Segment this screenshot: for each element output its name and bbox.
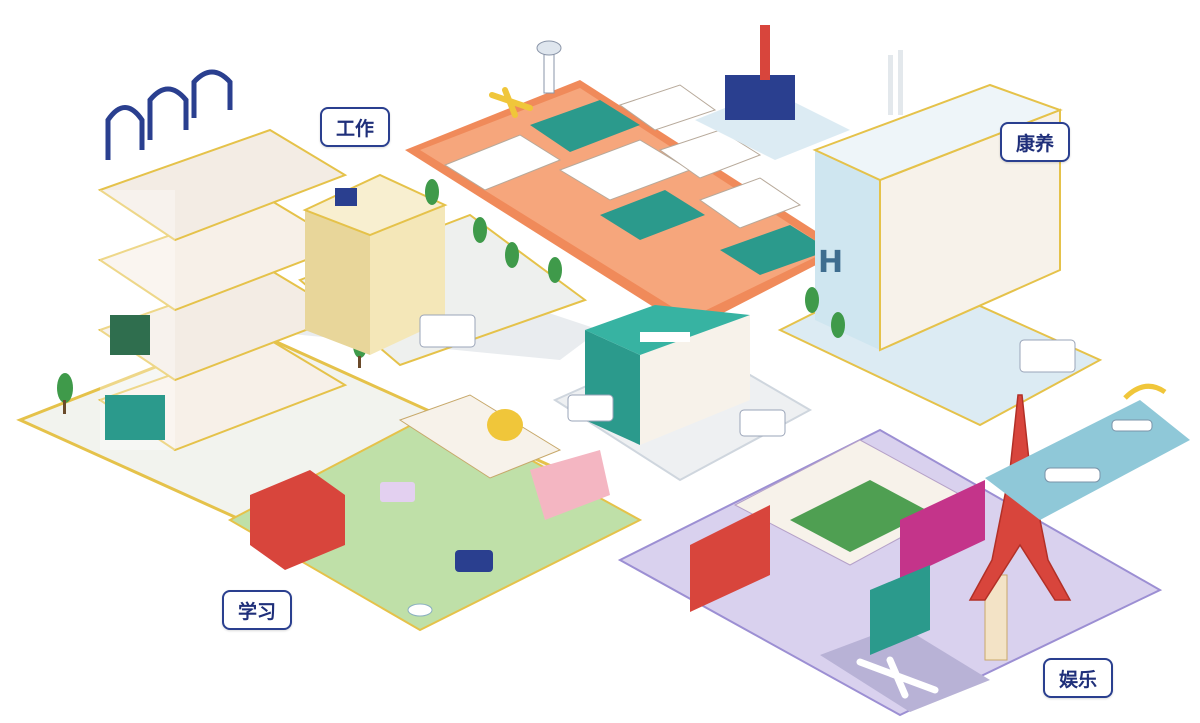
hospital-zone: H <box>777 50 1103 427</box>
oil-rig-deck <box>725 75 795 120</box>
campus-zone <box>227 394 643 632</box>
studio-left-wall <box>305 210 370 355</box>
tower-green-panel <box>110 315 150 355</box>
studio-sign <box>335 188 357 206</box>
stadium-magenta-wall <box>900 480 985 580</box>
cruise-ship-1 <box>1044 467 1101 483</box>
oil-rig-derrick <box>760 25 770 80</box>
campus-bus <box>455 550 493 572</box>
stadium-red-wall <box>690 505 770 612</box>
entertainment-zone <box>617 383 1190 717</box>
logistics-sign <box>640 332 690 342</box>
tower-floor-4 <box>97 128 348 242</box>
hospital-h-sign: H <box>818 245 843 280</box>
hospital-truck <box>1019 339 1076 373</box>
campus-red-building <box>250 470 345 570</box>
hospital-trees <box>805 287 845 338</box>
hospital-chimney-2 <box>898 50 903 115</box>
studio-trees <box>425 179 562 283</box>
tower-teal-panel <box>105 395 165 440</box>
campus-fountain <box>407 603 433 617</box>
hospital-left-wall <box>815 150 880 350</box>
campus-clock-dome <box>487 409 523 441</box>
campus-pink-building <box>530 450 610 520</box>
label-study[interactable]: 学习 <box>222 590 293 630</box>
tower-arches <box>105 69 233 160</box>
campus-platform <box>227 408 643 632</box>
label-entertainment[interactable]: 娱乐 <box>1043 658 1114 698</box>
logistics-roof <box>585 305 750 355</box>
runway <box>820 625 990 712</box>
airplane-yellow <box>489 87 533 118</box>
stadium-field <box>790 480 930 552</box>
cruise-ship-2 <box>1111 419 1153 432</box>
studio-truck <box>419 314 476 348</box>
studio-roof <box>302 173 448 237</box>
logistics-right-wall <box>640 315 750 445</box>
logistics-truck-2 <box>739 409 786 437</box>
label-work[interactable]: 工作 <box>320 107 391 147</box>
logistics-truck-1 <box>567 394 614 422</box>
airplane-white <box>856 656 939 699</box>
hospital-chimney-1 <box>888 55 893 115</box>
campus-food-truck <box>380 482 415 502</box>
label-wellness[interactable]: 康养 <box>1000 122 1071 162</box>
airport-zone <box>405 25 850 330</box>
terminal-teal <box>870 565 930 655</box>
airport-buildings <box>443 84 830 275</box>
bridge <box>1123 383 1167 400</box>
logistics-office-zone <box>552 305 813 482</box>
control-tower-cab <box>536 40 562 56</box>
campus-school-building <box>398 394 562 479</box>
hospital-roof <box>812 83 1063 182</box>
studio-building-zone <box>298 173 588 367</box>
